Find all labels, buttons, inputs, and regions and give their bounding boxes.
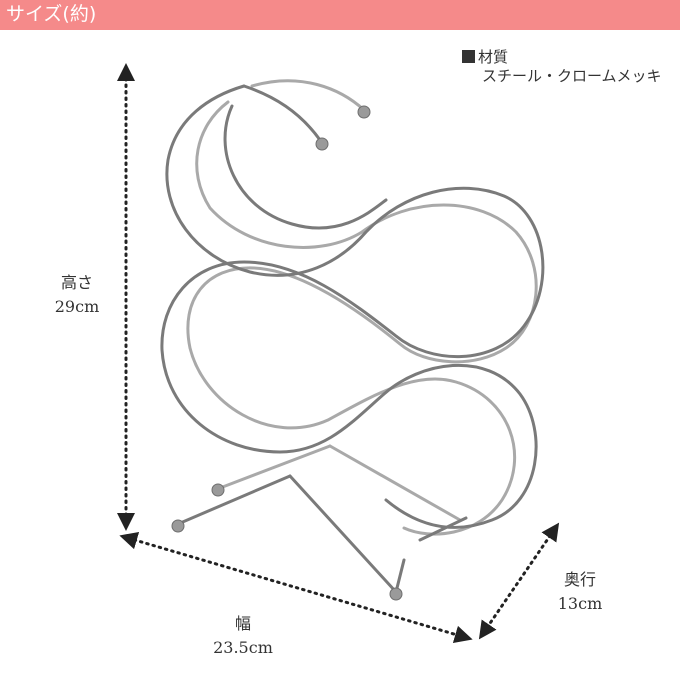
- depth-dimension-arrow: [478, 522, 560, 640]
- height-label: 高さ: [60, 273, 93, 292]
- height-value: 29cm: [54, 297, 100, 316]
- depth-dimension: 奥行 13cm: [542, 568, 618, 616]
- width-label: 幅: [234, 614, 251, 633]
- depth-value: 13cm: [557, 594, 603, 613]
- depth-label: 奥行: [563, 570, 596, 589]
- width-dimension-arrow: [119, 531, 473, 644]
- width-dimension: 幅 23.5cm: [198, 612, 288, 660]
- height-dimension: 高さ 29cm: [42, 271, 112, 319]
- square-bullet-icon: [462, 50, 475, 63]
- material-value: スチール・クロームメッキ: [482, 67, 662, 85]
- width-value: 23.5cm: [213, 638, 273, 657]
- page-title: サイズ(約): [6, 3, 97, 25]
- header-bar: サイズ(約): [0, 0, 680, 30]
- material-info: 材質 スチール・クロームメッキ: [462, 48, 662, 86]
- material-heading: 材質: [478, 48, 509, 66]
